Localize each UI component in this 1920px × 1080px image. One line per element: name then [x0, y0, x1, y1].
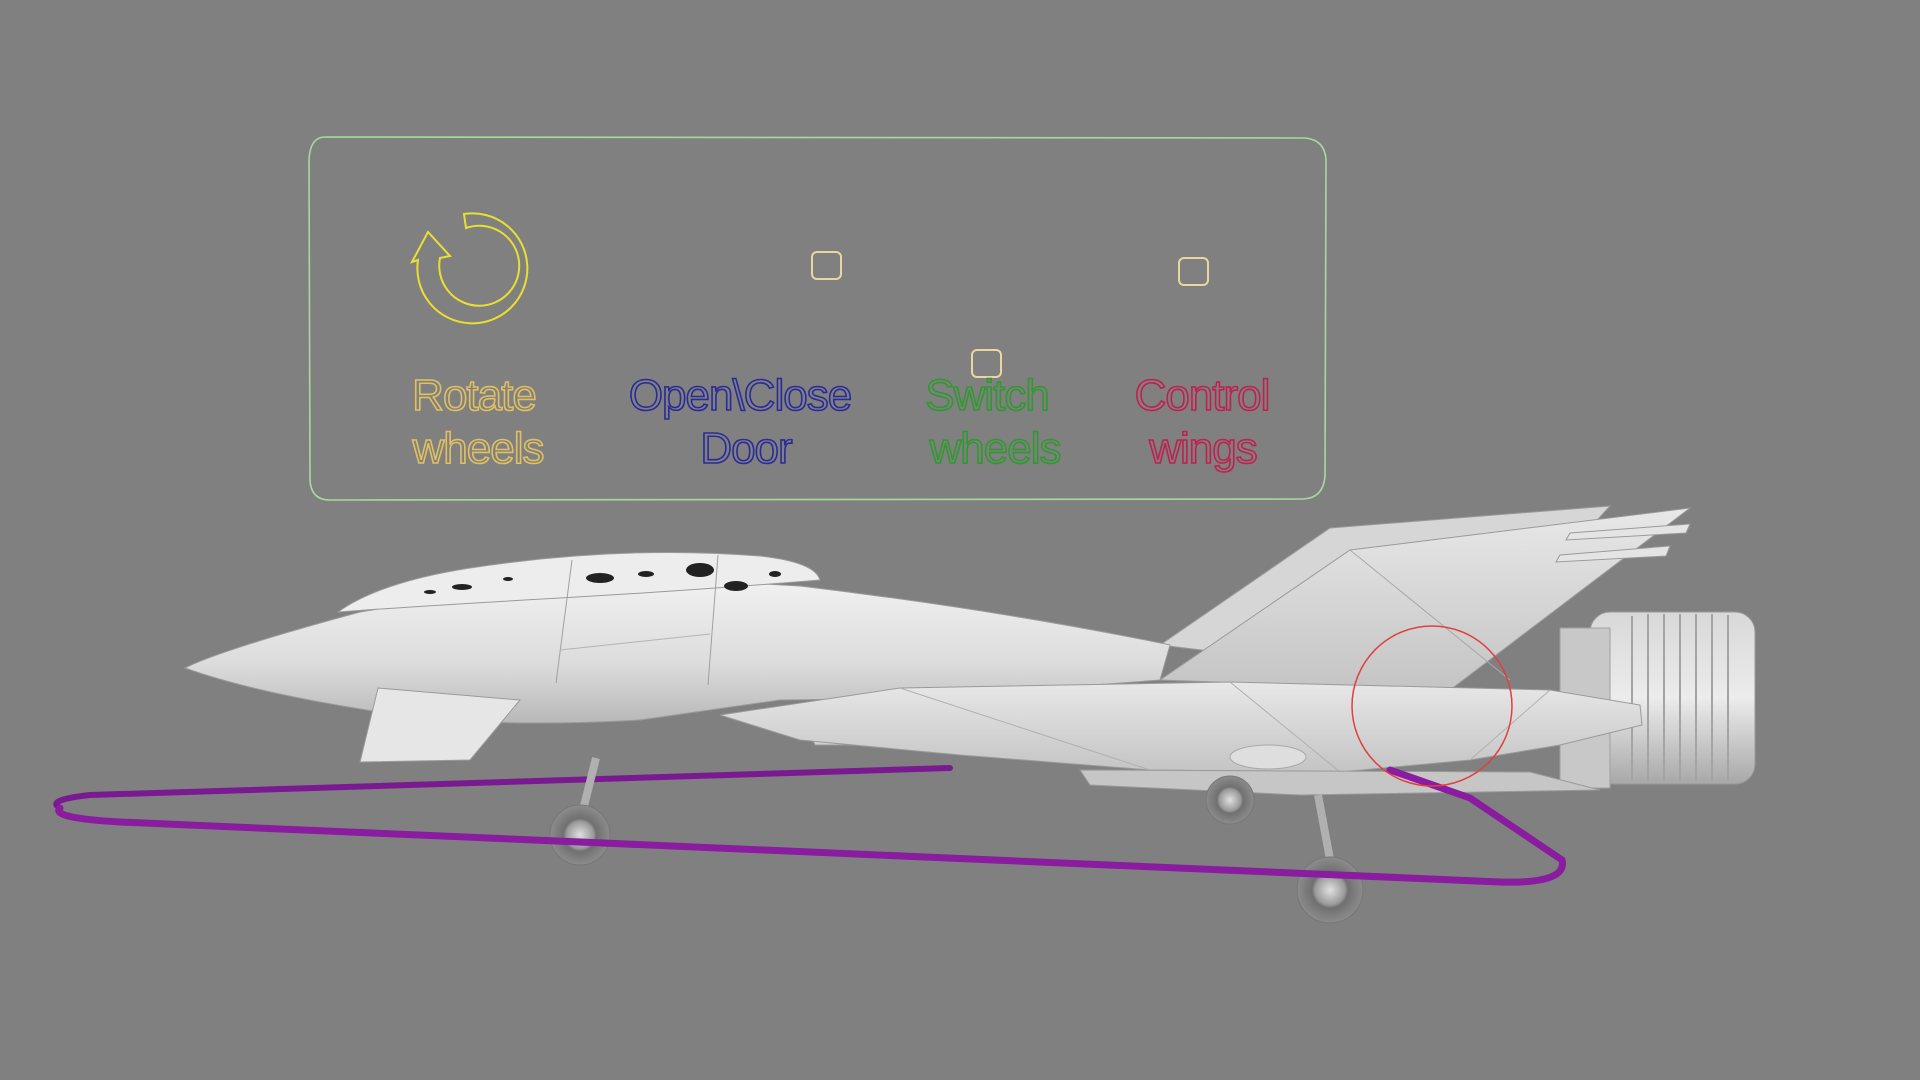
rotate-arrow-icon[interactable]	[409, 212, 529, 325]
open-close-door-label-line1[interactable]: Open\Close	[628, 370, 853, 421]
front-wheel[interactable]	[549, 804, 611, 866]
rotate-wheels-label-line1[interactable]: Rotate	[411, 370, 537, 421]
motion-path-back[interactable]	[53, 765, 953, 811]
jet-aircraft-model[interactable]	[53, 505, 1756, 924]
rear-wheel-left[interactable]	[1205, 775, 1255, 825]
door-handle-icon[interactable]	[811, 251, 842, 280]
front-canard	[359, 687, 521, 763]
switch-wheels-label-line1[interactable]: Switch	[924, 370, 1050, 421]
landing-gear[interactable]	[549, 757, 1364, 924]
control-wings-label-line2[interactable]: wings	[1147, 423, 1258, 474]
switch-wheels-label-line2[interactable]: wheels	[928, 423, 1063, 474]
wings-handle-icon[interactable]	[1178, 257, 1209, 286]
open-close-door-label-line2[interactable]: Door	[700, 423, 794, 474]
switch-wheels-handle-icon[interactable]	[971, 349, 1002, 378]
tail-fins	[1158, 505, 1692, 691]
wing-control-gizmo[interactable]	[1351, 625, 1513, 787]
motion-path-front[interactable]	[55, 766, 1566, 886]
main-wing[interactable]	[719, 681, 1643, 773]
panel-frame	[308, 136, 1327, 501]
rotate-wheels-label-line2[interactable]: wheels	[411, 423, 546, 474]
control-wings-label-line1[interactable]: Control	[1134, 370, 1271, 421]
rear-wheel-right[interactable]	[1296, 856, 1364, 924]
control-panel: Rotate wheels Open\Close Door Switch whe…	[308, 136, 1327, 501]
